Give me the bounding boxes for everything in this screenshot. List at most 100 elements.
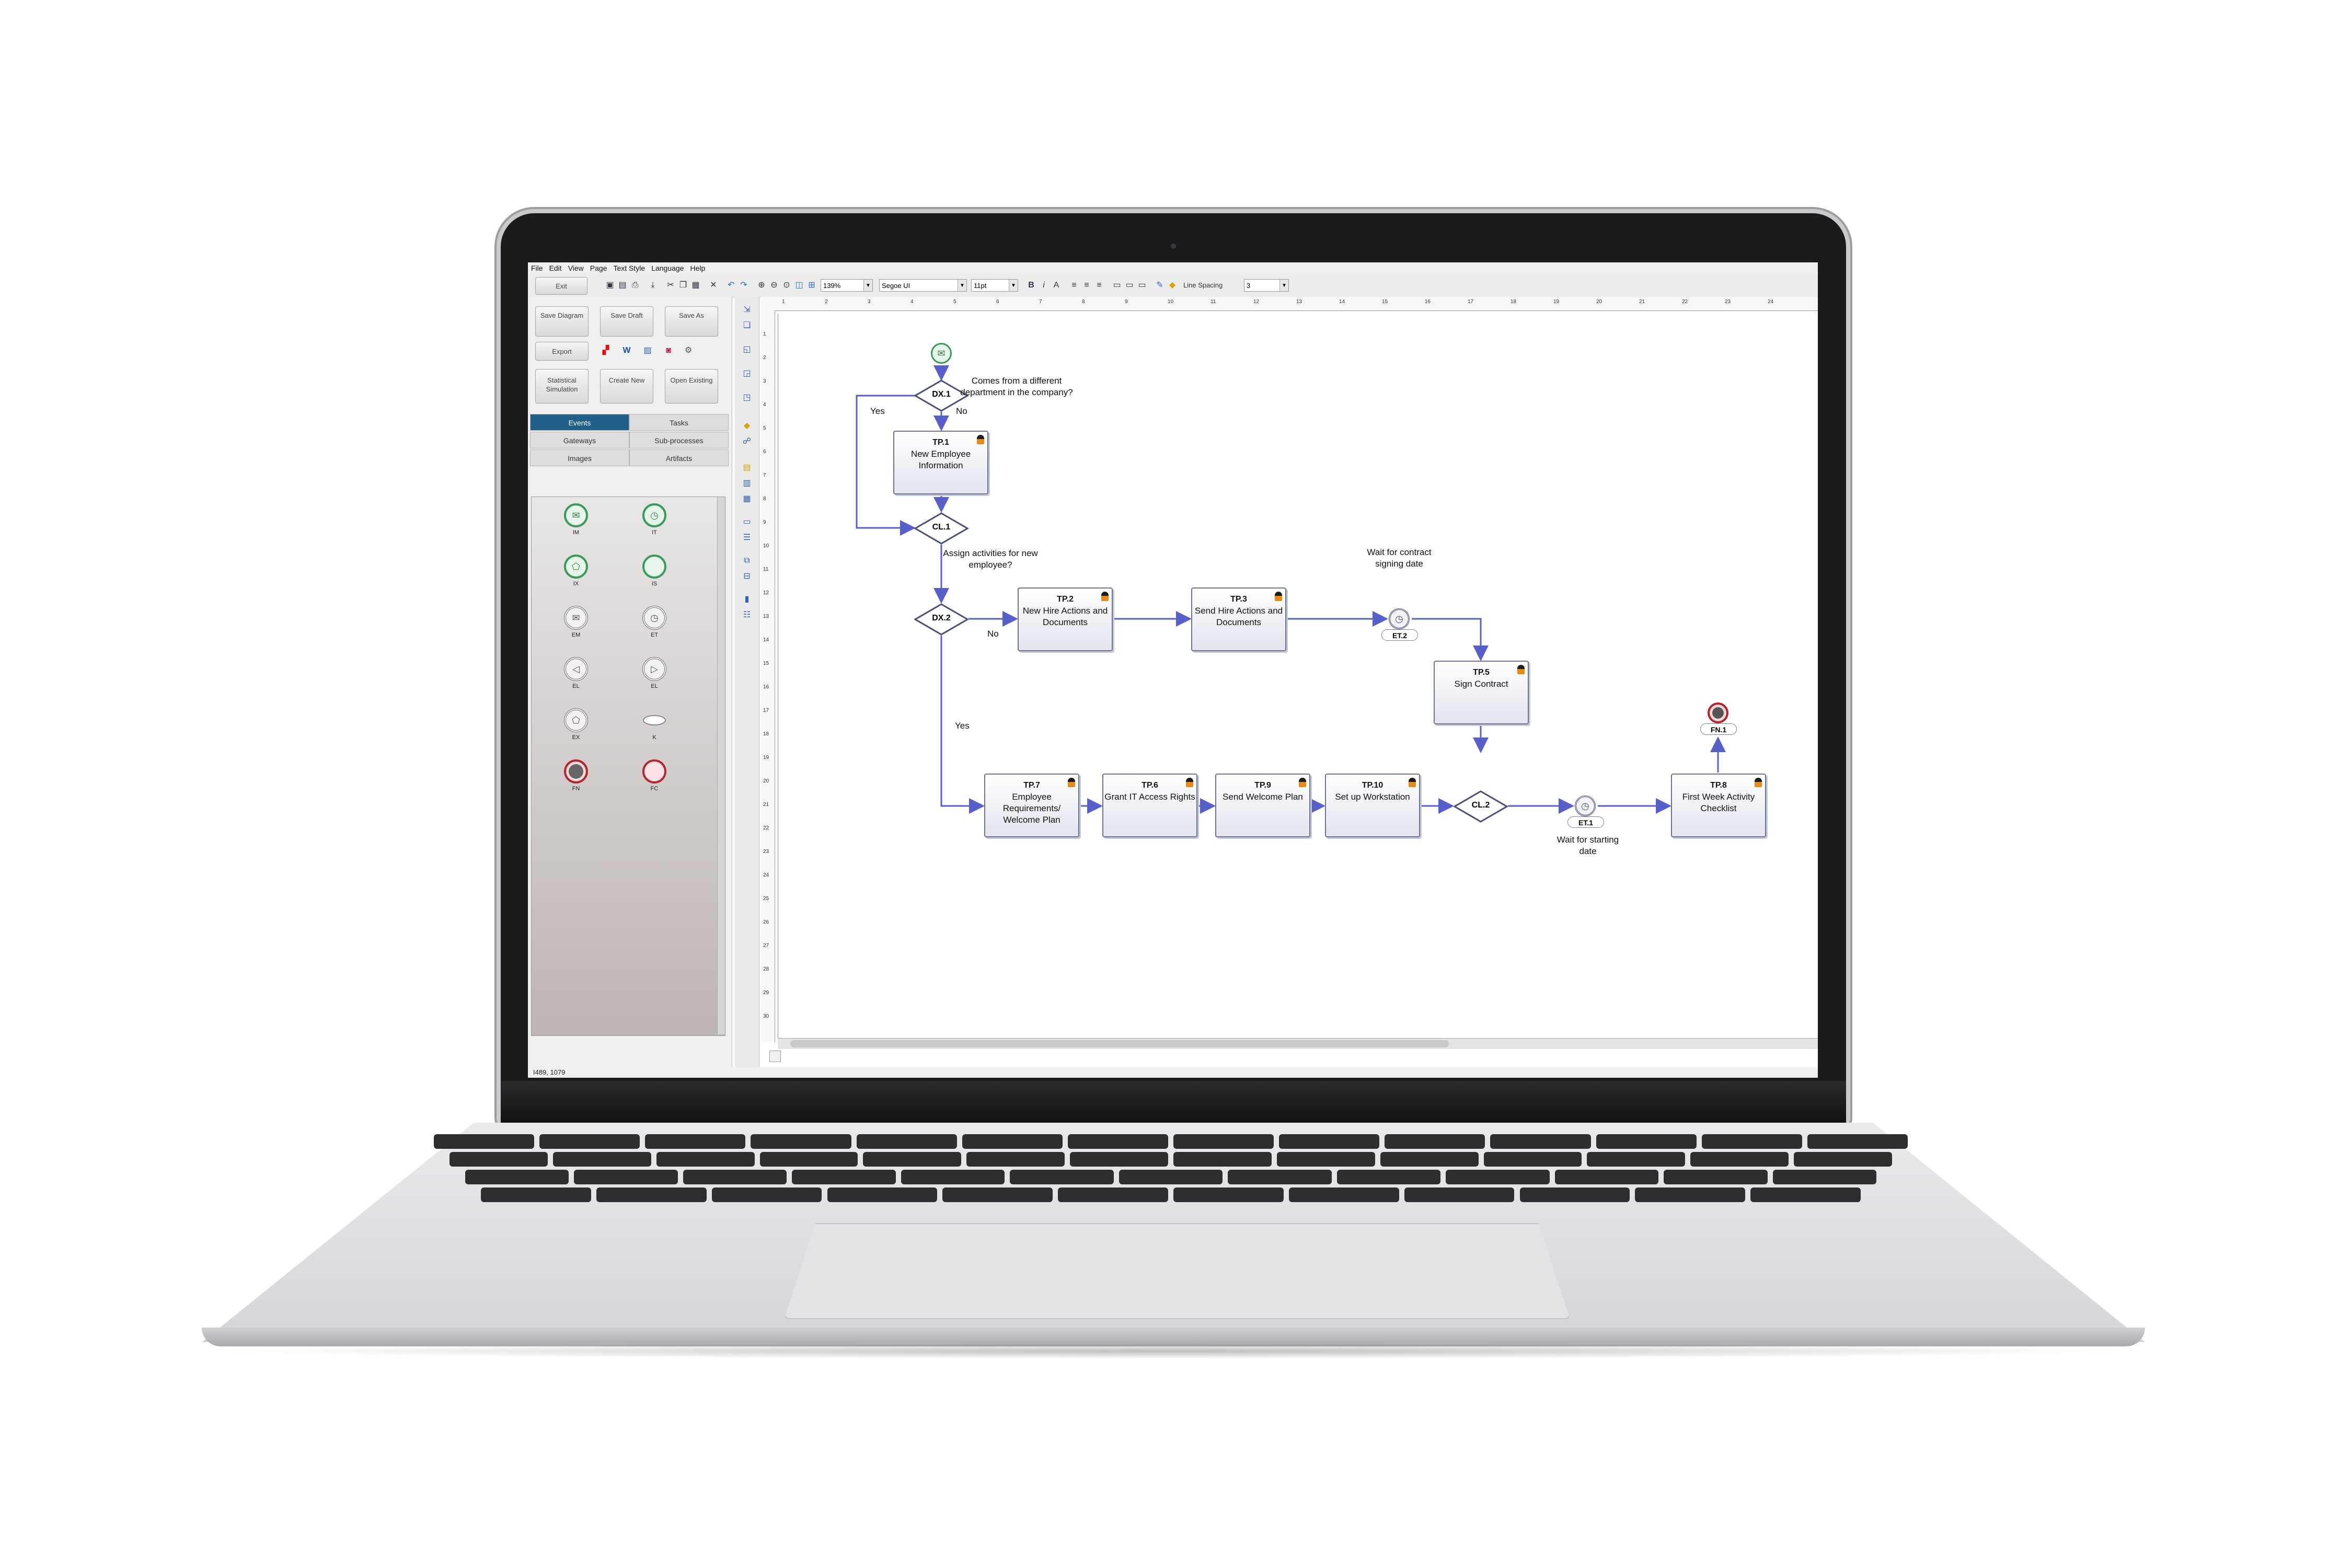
exit-button[interactable]: Exit — [535, 277, 587, 295]
gateway-dx2[interactable]: DX.2 — [914, 603, 969, 636]
note-icon[interactable]: ▥ — [743, 479, 751, 488]
menu-view[interactable]: View — [568, 264, 584, 272]
italic-button[interactable]: i — [1043, 281, 1045, 290]
save-draft-button[interactable]: Save Draft — [600, 306, 653, 337]
palette-item-el-throw[interactable]: ▷EL — [636, 657, 673, 689]
duplicate-icon[interactable]: ❏ — [743, 321, 751, 330]
gateway-dx1[interactable]: DX.1 — [914, 379, 969, 412]
fit-width-icon[interactable]: ⊞ — [808, 281, 815, 290]
save-icon[interactable]: ▣ — [606, 281, 614, 290]
cut-icon[interactable]: ✂ — [667, 281, 674, 290]
palette-scrollbar[interactable] — [717, 497, 725, 1034]
palette-item-fc[interactable]: FC — [636, 759, 673, 792]
menu-edit[interactable]: Edit — [549, 264, 562, 272]
paste-icon[interactable]: ▦ — [691, 281, 700, 290]
redo-icon[interactable]: ↷ — [740, 281, 747, 290]
form-icon[interactable]: ▭ — [743, 517, 751, 526]
align-icon[interactable]: ⊟ — [743, 572, 751, 581]
gateway-cl2[interactable]: CL.2 — [1453, 790, 1508, 823]
zoom-in-icon[interactable]: ⊕ — [758, 281, 765, 290]
sheet-tab[interactable] — [769, 1051, 781, 1062]
resource-icon[interactable]: ☍ — [742, 437, 752, 446]
group-icon[interactable]: ◲ — [743, 369, 751, 378]
align-left-icon[interactable]: ≡ — [1071, 281, 1077, 290]
menu-help[interactable]: Help — [690, 264, 706, 272]
undo-icon[interactable]: ↶ — [728, 281, 735, 290]
layer-icon[interactable]: ◱ — [743, 345, 751, 354]
tab-gateways[interactable]: Gateways — [530, 432, 629, 448]
palette-item-is[interactable]: IS — [636, 555, 673, 587]
tab-sub-processes[interactable]: Sub-processes — [629, 432, 729, 448]
print-icon[interactable]: ⎙ — [631, 281, 639, 290]
menu-text-style[interactable]: Text Style — [613, 264, 645, 272]
save-diagram-button[interactable]: Save Diagram — [535, 306, 589, 337]
bold-button[interactable]: B — [1028, 281, 1034, 290]
menu-file[interactable]: File — [531, 264, 543, 272]
create-new-button[interactable]: Create New — [600, 369, 653, 403]
valign-middle-icon[interactable]: ▭ — [1125, 281, 1134, 290]
zoom-select[interactable]: 139%▼ — [821, 279, 873, 292]
tab-images[interactable]: Images — [530, 449, 629, 466]
import-icon[interactable]: ⇲ — [743, 305, 751, 314]
list-icon[interactable]: ☰ — [743, 533, 751, 542]
palette-item-em[interactable]: ✉EM — [558, 606, 594, 638]
menu-page[interactable]: Page — [590, 264, 607, 272]
copy-icon[interactable]: ❐ — [679, 281, 687, 290]
statistical-simulation-button[interactable]: Statistical Simulation — [535, 369, 589, 403]
tab-artifacts[interactable]: Artifacts — [629, 449, 729, 466]
end-event-fn1[interactable] — [1708, 702, 1728, 723]
table-icon[interactable]: ▦ — [743, 494, 751, 503]
palette-item-fn[interactable]: FN — [558, 759, 594, 792]
open-existing-button[interactable]: Open Existing — [665, 369, 718, 403]
document-icon[interactable]: ▤ — [743, 463, 751, 472]
align-right-icon[interactable]: ≡ — [1097, 281, 1102, 290]
font-select[interactable]: Segoe UI▼ — [879, 279, 967, 292]
delete-icon[interactable]: ✕ — [710, 281, 717, 290]
timer-event-et1[interactable]: ◷ — [1575, 795, 1596, 816]
scrollbar-thumb[interactable] — [790, 1040, 1449, 1047]
palette-item-el-catch[interactable]: ◁EL — [558, 657, 594, 689]
fit-page-icon[interactable]: ◫ — [795, 281, 803, 290]
print-preview-icon[interactable]: ▤ — [618, 281, 627, 290]
font-size-select[interactable]: 11pt▼ — [971, 279, 1018, 292]
palette-item-ex[interactable]: ⬠EX — [558, 708, 594, 741]
font-color-icon[interactable]: A — [1053, 281, 1059, 290]
zoom-out-icon[interactable]: ⊖ — [770, 281, 778, 290]
save-as-button[interactable]: Save As — [665, 306, 718, 337]
word-icon[interactable]: W — [622, 346, 631, 355]
align-center-icon[interactable]: ≡ — [1084, 281, 1089, 290]
gear-icon[interactable]: ⚙ — [684, 346, 693, 355]
palette-item-ix[interactable]: ⬠IX — [558, 555, 594, 587]
palette-item-k[interactable]: K — [636, 708, 673, 741]
valign-bottom-icon[interactable]: ▭ — [1138, 281, 1146, 290]
hierarchy-icon[interactable]: ☷ — [743, 610, 751, 619]
palette-item-et[interactable]: ◷ET — [636, 606, 673, 638]
valign-top-icon[interactable]: ▭ — [1113, 281, 1121, 290]
gateway-cl1[interactable]: CL.1 — [914, 512, 969, 545]
chart-icon[interactable]: ▮ — [744, 595, 750, 604]
properties-icon[interactable]: ◆ — [743, 421, 751, 430]
download-icon[interactable]: ⤓ — [651, 281, 655, 290]
fill-color-icon[interactable]: ◆ — [1169, 281, 1176, 290]
line-color-icon[interactable]: ✎ — [1156, 281, 1163, 290]
start-message-event[interactable]: ✉ — [931, 343, 952, 364]
timer-event-et2[interactable]: ◷ — [1389, 608, 1410, 629]
tab-tasks[interactable]: Tasks — [629, 414, 729, 431]
arrange-icon[interactable]: ⧉ — [744, 556, 750, 565]
line-spacing-select[interactable]: 3▼ — [1244, 279, 1289, 292]
pdf-icon[interactable]: ▞ — [602, 346, 609, 355]
horizontal-scrollbar[interactable] — [778, 1038, 1818, 1049]
zoom-reset-icon[interactable]: ⊙ — [783, 281, 790, 290]
image-icon[interactable]: ▨ — [643, 346, 652, 355]
tab-events[interactable]: Events — [530, 414, 629, 431]
